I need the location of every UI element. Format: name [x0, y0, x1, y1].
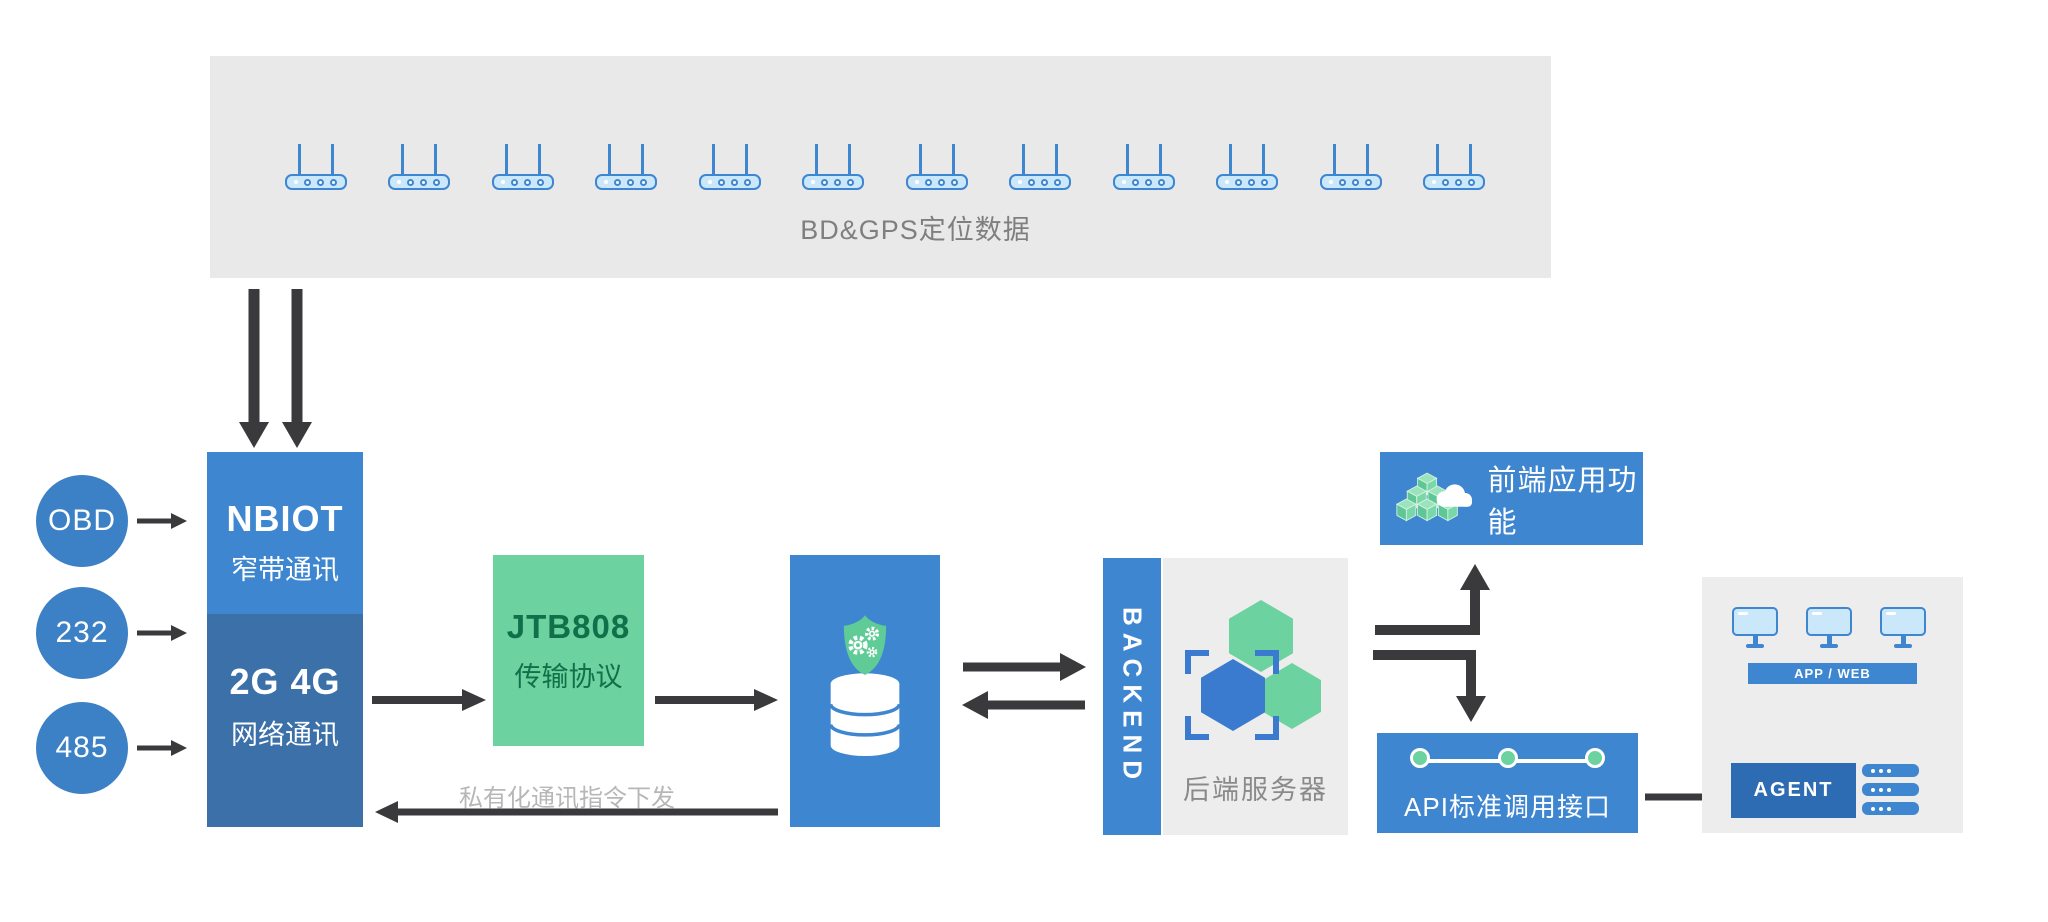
- frontend-app-box: 前端应用功能: [1380, 452, 1643, 545]
- shield-icon: [843, 615, 887, 676]
- wifi-router-icon: [1009, 144, 1072, 190]
- backend-to-api-elbow-arrow: [1373, 650, 1486, 722]
- agent-box: AGENT: [1731, 763, 1856, 818]
- secure-database-icon: [828, 615, 902, 756]
- wifi-router-icon: [1216, 144, 1279, 190]
- api-node-dot: [1585, 748, 1605, 768]
- api-label: API标准调用接口: [1404, 792, 1611, 822]
- protocol-subtitle: 传输协议: [514, 661, 623, 692]
- server-icon: [1862, 783, 1919, 796]
- cube: [1416, 498, 1438, 521]
- gateway-backend-arrows: [962, 653, 1086, 719]
- port-obd-label: OBD: [47, 504, 116, 537]
- cube: [1396, 498, 1417, 521]
- backend-strip: BACKEND: [1103, 558, 1161, 835]
- gateway-box: [790, 555, 940, 827]
- downlink-arrows-from-gps-panel: [239, 289, 312, 448]
- backend-server-panel: 后端服务器: [1163, 558, 1348, 835]
- port-485-circle: 485: [36, 702, 128, 794]
- wifi-router-icon: [491, 144, 554, 190]
- monitor-icon: [1880, 607, 1926, 648]
- api-node-dot: [1497, 748, 1518, 768]
- protocol-to-gateway-arrow: [655, 689, 778, 711]
- bracket-bottom-left: [1185, 716, 1209, 740]
- cubes-cloud-icon: [1396, 472, 1473, 521]
- downlink-command-label: 私有化通讯指令下发: [459, 785, 675, 812]
- comm-module-box: NBIOT 窄带通讯 2G 4G 网络通讯: [207, 452, 363, 827]
- wifi-router-icon: [1112, 144, 1175, 190]
- cellular-subtitle: 网络通讯: [231, 720, 339, 750]
- backend-server-label: 后端服务器: [1183, 775, 1328, 805]
- nbiot-subtitle: 窄带通讯: [231, 554, 339, 585]
- frontend-app-label: 前端应用功能: [1487, 464, 1638, 539]
- api-box: API标准调用接口: [1377, 733, 1638, 833]
- cellular-title: 2G 4G: [229, 661, 341, 702]
- api-nodes-icon: [1410, 748, 1605, 774]
- monitor-icon: [1732, 607, 1778, 648]
- backend-to-frontend-elbow-arrow: [1375, 564, 1490, 635]
- wifi-router-icon: [905, 144, 968, 190]
- wifi-router-icon: [698, 144, 761, 190]
- server-stack: [1862, 764, 1919, 815]
- gps-devices-panel: BD&GPS定位数据: [210, 56, 1551, 278]
- wifi-router-icon: [802, 144, 865, 190]
- nbiot-section: NBIOT 窄带通讯: [207, 452, 363, 614]
- server-icon: [1862, 764, 1919, 777]
- port-232-circle: 232: [36, 587, 128, 679]
- wifi-router-icon: [1319, 144, 1382, 190]
- api-node-dot: [1410, 748, 1430, 768]
- cloud-icon: [1436, 483, 1473, 507]
- port-obd-circle: OBD: [36, 475, 128, 567]
- nbiot-title: NBIOT: [226, 497, 344, 539]
- wifi-router-icon: [285, 144, 347, 190]
- port-485-label: 485: [55, 731, 109, 764]
- gps-data-label: BD&GPS定位数据: [800, 215, 1031, 245]
- monitor-row: [1732, 607, 1926, 648]
- comm-to-protocol-arrow: [372, 689, 486, 711]
- backend-vertical-label: BACKEND: [1117, 607, 1148, 786]
- wifi-router-icon: [595, 144, 658, 190]
- wifi-router-icon: [1422, 144, 1485, 190]
- monitor-icon: [1806, 607, 1852, 648]
- bracket-top-left: [1185, 650, 1209, 674]
- cellular-section: 2G 4G 网络通讯: [207, 614, 363, 827]
- port-arrows: [137, 513, 187, 756]
- client-panel: APP / WEB AGENT: [1702, 577, 1963, 833]
- server-icon: [1862, 802, 1919, 815]
- wifi-router-icon: [388, 144, 451, 190]
- port-232-label: 232: [55, 616, 109, 649]
- router-row: [285, 144, 1485, 190]
- bracket-bottom-right: [1255, 716, 1279, 740]
- bracket-top-right: [1255, 650, 1279, 674]
- protocol-title: JTB808: [506, 607, 631, 645]
- protocol-box: JTB808 传输协议: [493, 555, 644, 746]
- app-web-bar: APP / WEB: [1748, 663, 1917, 684]
- database-icon: [828, 673, 902, 756]
